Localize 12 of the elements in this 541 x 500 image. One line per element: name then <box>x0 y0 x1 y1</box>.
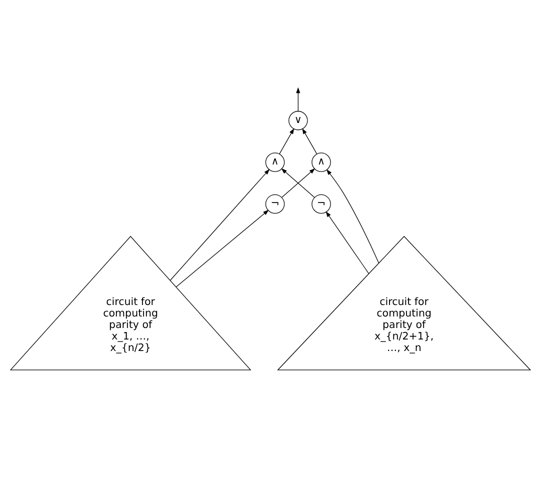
arrow <box>296 87 300 112</box>
arrow <box>326 211 370 274</box>
node-circle: ∧ <box>312 152 331 172</box>
arrow <box>176 210 269 288</box>
node-circle: ¬ <box>312 194 331 214</box>
node-circle: ∧ <box>265 152 285 172</box>
arrow <box>279 128 294 154</box>
arrow <box>326 169 380 264</box>
node-circle: ¬ <box>265 194 285 214</box>
arrow <box>170 168 270 281</box>
arrow <box>302 128 318 154</box>
node-circle: ∨ <box>288 110 308 130</box>
